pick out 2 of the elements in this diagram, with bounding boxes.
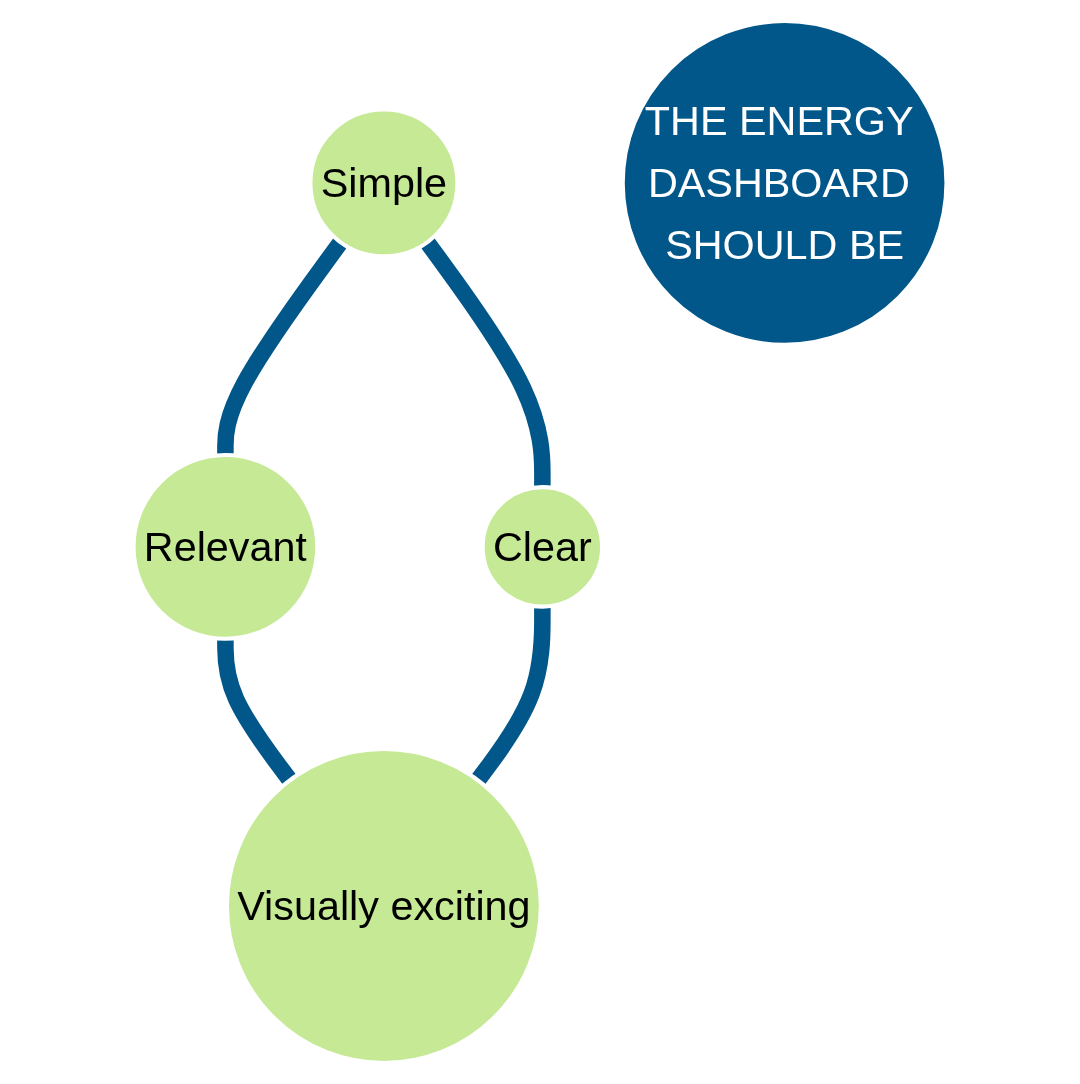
connector (471, 606, 551, 786)
connector (217, 237, 348, 455)
